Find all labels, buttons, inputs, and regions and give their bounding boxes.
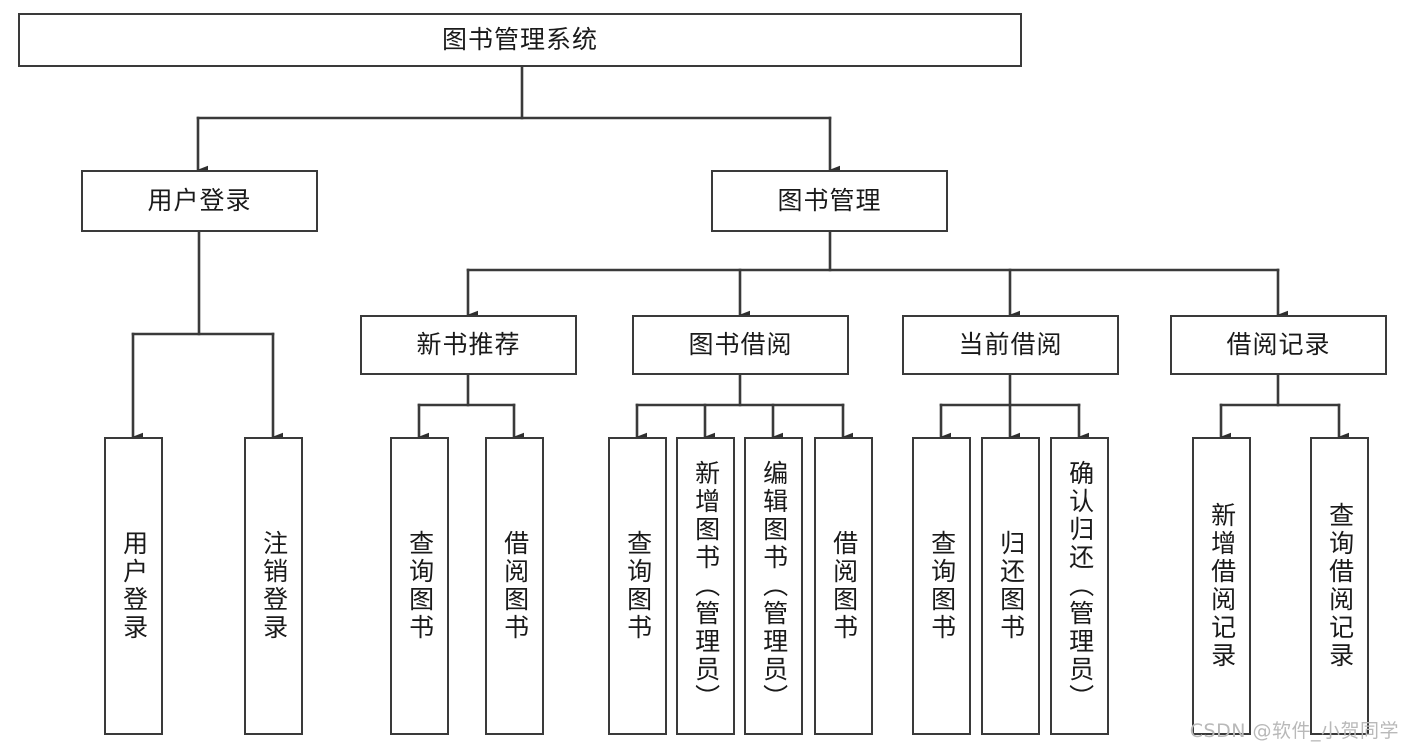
- leaf-confirm-return-label: 确认归还（管理员）: [1065, 460, 1095, 712]
- leaf-user-login[interactable]: 用户登录: [104, 437, 163, 735]
- leaf-add-record[interactable]: 新增借阅记录: [1192, 437, 1251, 735]
- leaf-logout-label: 注销登录: [259, 530, 289, 642]
- node-book-manage[interactable]: 图书管理: [711, 170, 948, 232]
- leaf-edit-book-label: 编辑图书（管理员）: [759, 460, 789, 712]
- node-new-book-recommend-label: 新书推荐: [416, 330, 521, 360]
- leaf-borrow-book-2[interactable]: 借阅图书: [814, 437, 873, 735]
- node-user-login-label: 用户登录: [147, 186, 252, 216]
- node-book-borrow-label: 图书借阅: [688, 330, 793, 360]
- leaf-return-book-label: 归还图书: [996, 530, 1026, 642]
- node-book-borrow[interactable]: 图书借阅: [632, 315, 849, 375]
- leaf-query-book-1-label: 查询图书: [405, 530, 435, 642]
- leaf-add-record-label: 新增借阅记录: [1207, 502, 1237, 670]
- leaf-edit-book[interactable]: 编辑图书（管理员）: [744, 437, 803, 735]
- leaf-return-book[interactable]: 归还图书: [981, 437, 1040, 735]
- node-borrow-record[interactable]: 借阅记录: [1170, 315, 1387, 375]
- leaf-add-book-label: 新增图书（管理员）: [691, 460, 721, 712]
- leaf-borrow-book-1[interactable]: 借阅图书: [485, 437, 544, 735]
- leaf-query-book-2[interactable]: 查询图书: [608, 437, 667, 735]
- node-user-login[interactable]: 用户登录: [81, 170, 318, 232]
- leaf-query-book-2-label: 查询图书: [623, 530, 653, 642]
- leaf-query-record[interactable]: 查询借阅记录: [1310, 437, 1369, 735]
- leaf-query-record-label: 查询借阅记录: [1325, 502, 1355, 670]
- leaf-confirm-return[interactable]: 确认归还（管理员）: [1050, 437, 1109, 735]
- leaf-borrow-book-2-label: 借阅图书: [829, 530, 859, 642]
- node-new-book-recommend[interactable]: 新书推荐: [360, 315, 577, 375]
- node-current-borrow[interactable]: 当前借阅: [902, 315, 1119, 375]
- leaf-query-book-1[interactable]: 查询图书: [390, 437, 449, 735]
- leaf-borrow-book-1-label: 借阅图书: [500, 530, 530, 642]
- leaf-query-book-3-label: 查询图书: [927, 530, 957, 642]
- leaf-add-book[interactable]: 新增图书（管理员）: [676, 437, 735, 735]
- node-root-label: 图书管理系统: [441, 25, 598, 55]
- node-borrow-record-label: 借阅记录: [1226, 330, 1331, 360]
- csdn-watermark: CSDN @软件_小贺同学: [1189, 720, 1399, 742]
- leaf-user-login-label: 用户登录: [119, 530, 149, 642]
- node-root[interactable]: 图书管理系统: [18, 13, 1022, 67]
- node-book-manage-label: 图书管理: [777, 186, 882, 216]
- leaf-logout[interactable]: 注销登录: [244, 437, 303, 735]
- node-current-borrow-label: 当前借阅: [958, 330, 1063, 360]
- leaf-query-book-3[interactable]: 查询图书: [912, 437, 971, 735]
